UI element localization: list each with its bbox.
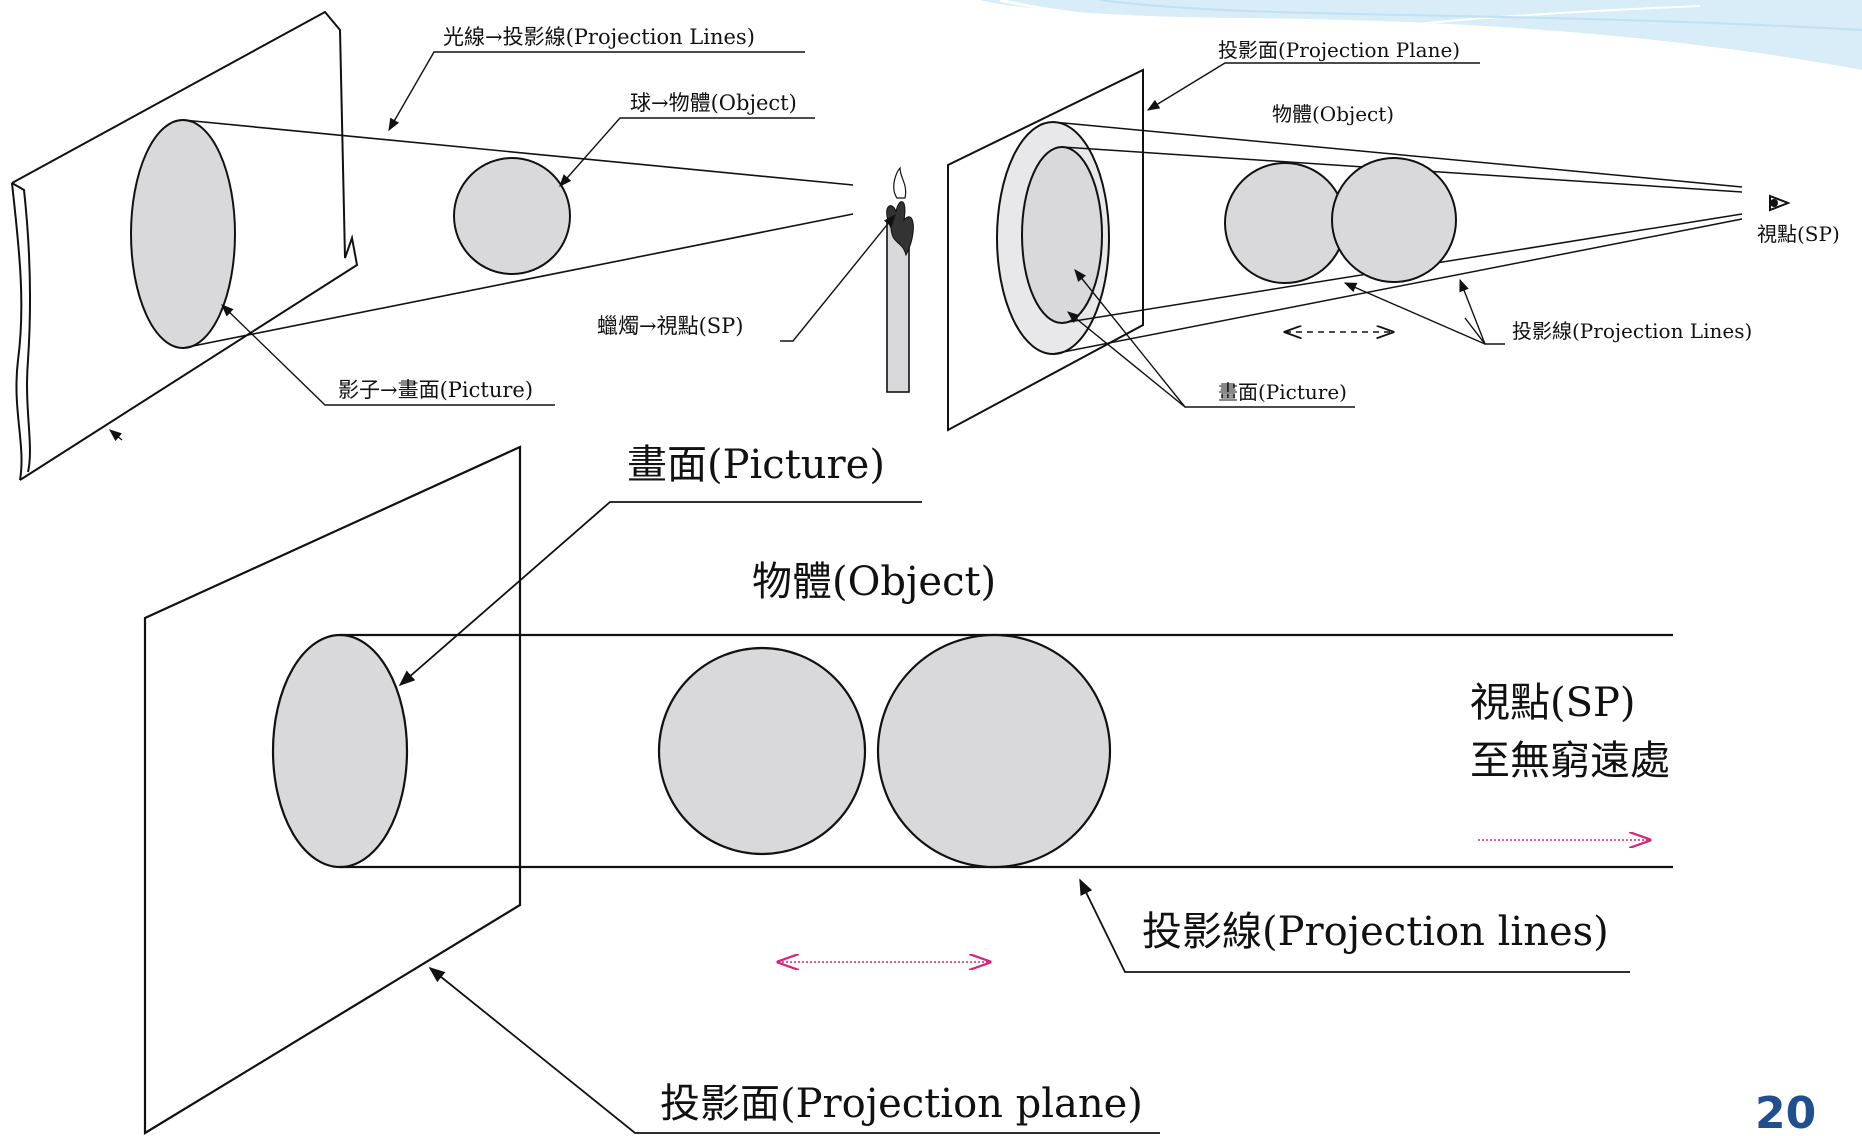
panel-shadow-analogy: 光線→投影線(Projection Lines) 球→物體(Object) 蠟燭… <box>11 10 914 481</box>
light-ray-upper <box>182 119 854 186</box>
light-ray-lower <box>182 213 854 349</box>
candle-station-point-label: 蠟燭→視點(SP) <box>597 314 744 338</box>
page-number: 20 <box>1755 1088 1816 1136</box>
object-sphere-c1 <box>657 646 867 856</box>
object-c-label: 物體(Object) <box>752 559 996 605</box>
shadow-ellipse <box>130 119 236 349</box>
panel-parallel-projection: 畫面(Picture) 物體(Object) 視點(SP) 至無窮遠處 投影線(… <box>143 442 1673 1135</box>
wall-screen <box>11 10 359 481</box>
ball-object <box>453 157 571 275</box>
light-projection-lines-label: 光線→投影線(Projection Lines) <box>443 25 755 49</box>
object-b-label: 物體(Object) <box>1272 102 1394 126</box>
projection-plane-b <box>947 68 1144 432</box>
picture-ellipse-c <box>271 633 409 869</box>
header-wave-decoration <box>980 0 1862 82</box>
candle-icon <box>886 166 914 393</box>
station-point-c-label: 視點(SP) <box>1470 680 1636 726</box>
picture-b-label: 畫面(Picture) <box>1218 380 1347 404</box>
object-sphere-b2 <box>1331 157 1457 283</box>
station-point-b-label: 視點(SP) <box>1757 222 1840 246</box>
eye-icon <box>1769 194 1791 212</box>
panel-perspective-eye: 投影面(Projection Plane) 物體(Object) 視點(SP) … <box>947 38 1840 432</box>
projection-lines-b-label: 投影線(Projection Lines) <box>1512 319 1752 343</box>
picture-inner-ellipse <box>1021 146 1103 324</box>
projection-lines-c-label: 投影線(Projection lines) <box>1142 909 1609 955</box>
ball-object-label: 球→物體(Object) <box>630 91 797 115</box>
shadow-picture-label: 影子→畫面(Picture) <box>338 378 533 402</box>
picture-c-label: 畫面(Picture) <box>627 442 885 488</box>
infinity-label: 至無窮遠處 <box>1470 738 1670 784</box>
object-sphere-c2 <box>876 633 1112 869</box>
projection-plane-c-label: 投影面(Projection plane) <box>660 1081 1143 1127</box>
projection-plane-b-label: 投影面(Projection Plane) <box>1218 38 1460 62</box>
projection-plane-c <box>143 445 522 1135</box>
object-sphere-b1 <box>1224 162 1346 284</box>
